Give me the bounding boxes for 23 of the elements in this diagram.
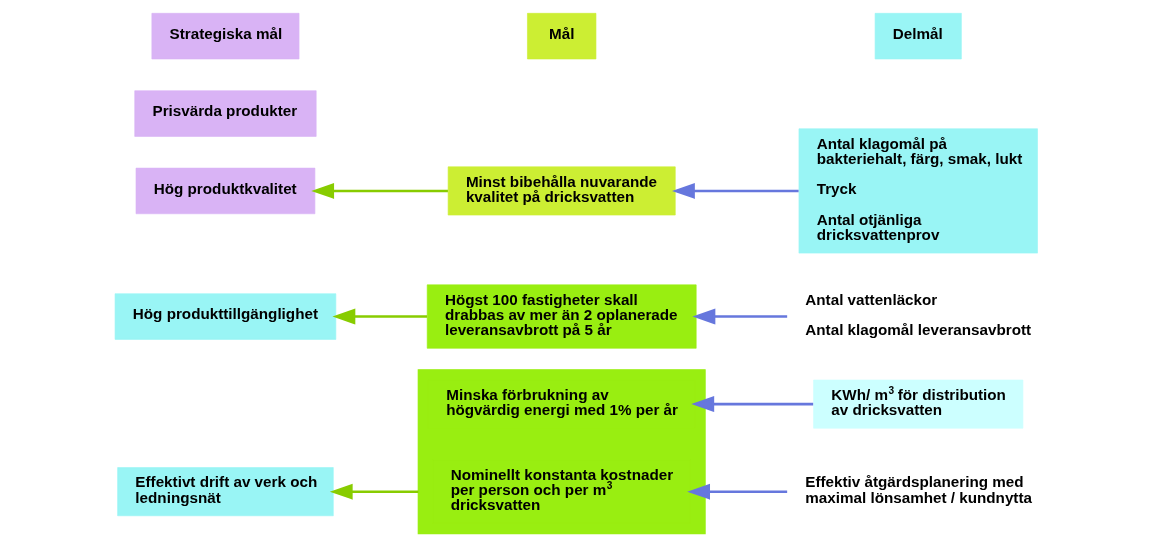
arrow [329, 483, 418, 500]
node-box: Minst bibehålla nuvarande kvalitet på dricksvatten [447, 166, 676, 216]
node-box: KWh/ m$^{3}$ för distribution av dricksvatten [812, 379, 1023, 429]
arrow [671, 182, 799, 199]
node-box: Effektivt drift av verk och ledningsnät [116, 467, 334, 517]
arrow [691, 308, 787, 325]
node-text: Minska förbrukning av högvärdig energi med 1% per år [445, 385, 678, 419]
cluster [417, 369, 706, 535]
arrow [310, 182, 448, 199]
arrow [331, 308, 427, 325]
node-box: Strategiska mål [151, 13, 299, 60]
node-box: Mål [526, 13, 596, 60]
node-box: Hög produktkvalitet [135, 167, 315, 215]
node-box: Högst 100 fastigheter skall drabbas av mer än 2 oplanerade leveransavbrott på 5 år [426, 284, 696, 349]
node-text: Antal vattenläckor Antal klagomål leveransavbrott [804, 290, 1031, 339]
node-box: Antal klagomål på bakteriehalt, färg, smak, lukt Tryck Antal otjänliga dricksvattenprov [798, 128, 1038, 254]
arrow [690, 396, 813, 413]
node-text: Effektiv åtgärdsplanering med maximal lönsamhet / kundnytta [804, 473, 1032, 506]
node-box: Prisvärda produkter [133, 90, 316, 137]
node-box: Delmål [874, 13, 962, 60]
node-box: Hög produkttillgänglighet [114, 293, 336, 340]
node-text: Nominellt konstanta kostnader per person och per m$^{3}$ dricksvatten [450, 465, 673, 514]
arrow [686, 483, 787, 500]
